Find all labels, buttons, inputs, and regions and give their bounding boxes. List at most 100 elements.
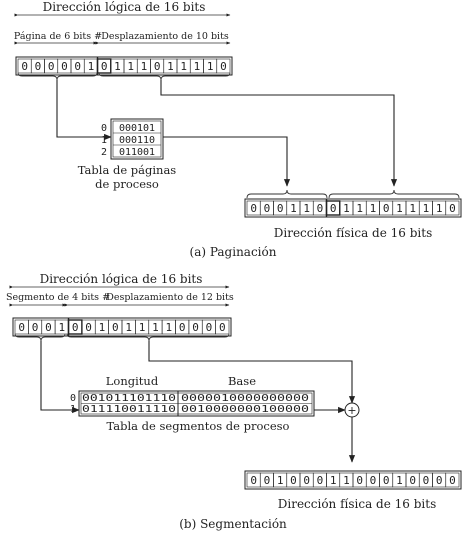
bit-value: 1 xyxy=(59,321,66,334)
bit-value: 1 xyxy=(207,60,214,73)
physical-address-label: Dirección física de 16 bits xyxy=(274,226,433,240)
page-table: 0 1 2 000101 000110 011001 xyxy=(101,118,164,160)
offset-label: Desplazamiento de 12 bits xyxy=(106,292,234,303)
page-number-label: Página de 6 bits # xyxy=(14,31,102,42)
page-table-index: 1 xyxy=(101,135,107,146)
bit-value: 0 xyxy=(48,60,55,73)
bit-value: 0 xyxy=(192,321,199,334)
bit-value: 0 xyxy=(449,474,456,487)
length-column-header: Longitud xyxy=(106,374,159,388)
bit-value: 0 xyxy=(219,321,226,334)
segment-base-cell: 0010000000100000 xyxy=(181,404,309,415)
bit-value: 0 xyxy=(45,321,52,334)
bit-value: 0 xyxy=(250,474,257,487)
frame-number-arrow xyxy=(163,136,291,187)
segment-length-cell: 001011101110 xyxy=(82,393,176,404)
bit-value: 1 xyxy=(356,202,363,215)
physical-address-label: Dirección física de 16 bits xyxy=(278,497,437,511)
bit-value: 0 xyxy=(356,474,363,487)
bit-value: 1 xyxy=(139,321,146,334)
page-table-caption: de proceso xyxy=(95,177,159,191)
segment-table: 0 1 001011101110 011110011110 0000010000… xyxy=(70,390,315,417)
bit-value: 0 xyxy=(21,60,28,73)
segment-lookup-arrow xyxy=(40,341,80,414)
bit-value: 1 xyxy=(166,321,173,334)
bit-value: 0 xyxy=(277,202,284,215)
page-table-index: 2 xyxy=(101,147,107,158)
bit-value: 0 xyxy=(32,321,39,334)
bit-value: 1 xyxy=(125,321,132,334)
bit-value: 0 xyxy=(264,202,271,215)
bit-value: 1 xyxy=(396,202,403,215)
frame-field-brace xyxy=(246,189,328,199)
bit-value: 1 xyxy=(167,60,174,73)
bit-value: 0 xyxy=(264,474,271,487)
bit-value: 0 xyxy=(250,202,257,215)
bit-value: 0 xyxy=(330,202,337,215)
bit-value: 1 xyxy=(290,202,297,215)
bit-value: 0 xyxy=(370,474,377,487)
offset-label: Desplazamiento de 10 bits xyxy=(101,31,229,42)
page-lookup-arrow xyxy=(56,80,112,141)
bit-value: 0 xyxy=(317,474,324,487)
bit-value: 1 xyxy=(343,202,350,215)
bit-value: 1 xyxy=(423,202,430,215)
adder-symbol: + xyxy=(344,402,360,418)
segmentation-section: Dirección lógica de 16 bits Segmento de … xyxy=(6,272,462,531)
segment-table-caption: Tabla de segmentos de proceso xyxy=(107,419,290,433)
physical-offset-brace xyxy=(328,189,460,199)
segmentation-caption: (b) Segmentación xyxy=(179,517,287,531)
page-table-index: 0 xyxy=(101,123,107,134)
bit-value: 0 xyxy=(206,321,213,334)
bit-value: 1 xyxy=(303,202,310,215)
bit-value: 1 xyxy=(370,202,377,215)
bit-value: 1 xyxy=(343,474,350,487)
bit-cell xyxy=(445,200,460,216)
bit-value: 1 xyxy=(277,474,284,487)
bit-value: 0 xyxy=(303,474,310,487)
segment-table-index: 1 xyxy=(70,404,76,415)
bit-value: 1 xyxy=(114,60,121,73)
bit-value: 0 xyxy=(436,474,443,487)
segment-number-label: Segmento de 4 bits # xyxy=(6,292,110,303)
bit-value: 0 xyxy=(383,202,390,215)
bit-value: 1 xyxy=(180,60,187,73)
bit-value: 1 xyxy=(141,60,148,73)
base-column-header: Base xyxy=(228,374,256,388)
page-table-entry: 000101 xyxy=(119,123,155,134)
page-table-entry: 011001 xyxy=(119,147,155,158)
bit-value: 0 xyxy=(423,474,430,487)
bit-value: 1 xyxy=(127,60,134,73)
bit-value: 1 xyxy=(409,202,416,215)
bit-value: 0 xyxy=(449,202,456,215)
page-table-caption: Tabla de páginas xyxy=(78,163,177,177)
page-table-entry: 000110 xyxy=(119,135,155,146)
paging-section: Dirección lógica de 16 bits Página de 6 … xyxy=(14,0,462,259)
bit-value: 0 xyxy=(85,321,92,334)
svg-text:+: + xyxy=(347,404,356,417)
bit-value: 1 xyxy=(330,474,337,487)
bit-value: 0 xyxy=(35,60,42,73)
paging-caption: (a) Paginación xyxy=(190,245,277,259)
logical-address-title: Dirección lógica de 16 bits xyxy=(43,0,206,14)
bit-value: 0 xyxy=(220,60,227,73)
bit-cell xyxy=(445,472,460,488)
bit-value: 0 xyxy=(154,60,161,73)
logical-address-title: Dirección lógica de 16 bits xyxy=(40,272,203,286)
bit-value: 0 xyxy=(112,321,119,334)
bit-value: 0 xyxy=(74,60,81,73)
bit-value: 1 xyxy=(194,60,201,73)
bit-cell xyxy=(216,58,231,74)
offset-copy-arrow xyxy=(160,80,398,187)
bit-cell xyxy=(215,319,230,335)
bit-value: 1 xyxy=(396,474,403,487)
bit-value: 0 xyxy=(383,474,390,487)
bit-value: 0 xyxy=(317,202,324,215)
bit-value: 0 xyxy=(101,60,108,73)
bit-value: 0 xyxy=(409,474,416,487)
bit-value: 1 xyxy=(88,60,95,73)
